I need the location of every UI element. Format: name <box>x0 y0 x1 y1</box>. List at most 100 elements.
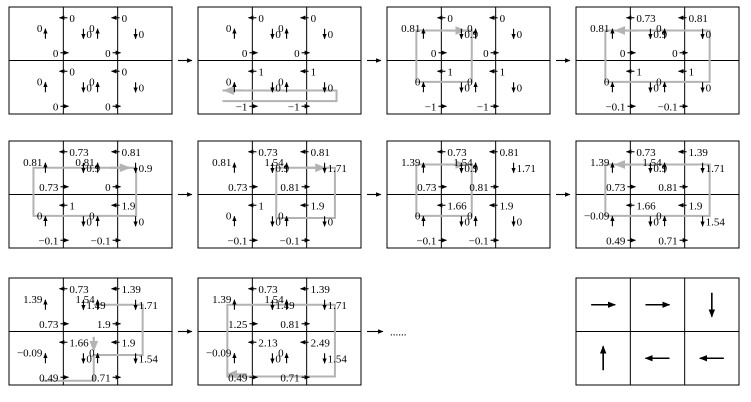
q-value-south: 0.71 <box>280 372 299 384</box>
q-value-south: 1.9 <box>97 319 111 331</box>
q-value-north: 1.66 <box>636 200 656 212</box>
q-value-east: 0 <box>517 82 523 94</box>
q-value-east: 1.71 <box>139 300 158 312</box>
q-value-north: 1.9 <box>122 337 136 349</box>
q-value-south: 0.81 <box>280 182 299 194</box>
q-value-south: −0.1 <box>91 235 111 247</box>
q-value-east: 0 <box>517 29 523 41</box>
q-value-south: 0.81 <box>658 182 677 194</box>
q-value-west: 1.39 <box>590 157 610 169</box>
q-value-west: 0 <box>415 210 421 222</box>
update-path-highlight <box>604 29 711 83</box>
q-value-north: 0.73 <box>447 147 467 159</box>
update-path-highlight <box>604 163 711 217</box>
q-value-east: 1.71 <box>706 163 725 175</box>
q-value-north: 0.73 <box>258 284 278 296</box>
q-value-north: 0 <box>69 13 75 25</box>
q-value-east: 0 <box>139 216 145 228</box>
q-value-west: 0 <box>89 23 95 35</box>
q-value-west: 0 <box>278 210 284 222</box>
q-value-west: 0.81 <box>590 23 609 35</box>
q-value-east: 0 <box>328 216 334 228</box>
q-value-west: 0 <box>226 76 232 88</box>
q-value-north: 0 <box>69 66 75 78</box>
q-value-west: 1.54 <box>264 294 284 306</box>
q-value-south: 0 <box>53 101 59 113</box>
update-path-highlight <box>41 303 144 382</box>
q-value-south: 0 <box>431 48 437 60</box>
q-value-north: 0 <box>447 13 453 25</box>
q-value-north: 0.73 <box>69 147 89 159</box>
q-value-west: −0.09 <box>584 210 610 222</box>
q-value-north: 1 <box>69 200 75 212</box>
q-value-west: 0 <box>467 76 473 88</box>
q-value-south: 0 <box>483 48 489 60</box>
q-value-east: 1.71 <box>328 163 347 175</box>
q-value-north: 0 <box>122 66 128 78</box>
q-value-south: −0.1 <box>227 235 247 247</box>
q-value-north: 0 <box>311 13 317 25</box>
q-value-east: 0 <box>706 29 712 41</box>
q-value-east: 0 <box>706 82 712 94</box>
q-value-north: 1.39 <box>311 284 331 296</box>
q-value-south: 0.73 <box>39 182 59 194</box>
q-value-east: 1.71 <box>517 163 536 175</box>
q-value-north: 0.81 <box>500 147 519 159</box>
q-value-east: 0.9 <box>139 163 153 175</box>
q-value-north: 1.66 <box>69 337 89 349</box>
q-value-south: 0 <box>53 48 59 60</box>
q-value-west: 0 <box>89 76 95 88</box>
q-value-east: 0 <box>517 216 523 228</box>
q-value-west: 0 <box>656 76 662 88</box>
q-value-north: 1 <box>636 66 642 78</box>
q-value-west: 0 <box>89 210 95 222</box>
q-value-west: 0 <box>37 210 43 222</box>
q-value-south: −1 <box>288 101 300 113</box>
q-value-south: 0 <box>105 182 111 194</box>
q-value-south: 0.73 <box>606 182 626 194</box>
q-value-west: −0.09 <box>206 347 232 359</box>
q-value-north: 1 <box>258 200 264 212</box>
q-value-south: 0.71 <box>91 372 110 384</box>
q-value-east: 1.49 <box>275 300 295 312</box>
q-value-north: 0 <box>500 13 506 25</box>
q-value-east: 0 <box>653 216 659 228</box>
q-value-south: 0 <box>242 48 248 60</box>
q-value-west: 0 <box>415 76 421 88</box>
q-value-west: 0 <box>226 23 232 35</box>
q-value-east: 0 <box>275 29 281 41</box>
q-value-north: 2.49 <box>311 337 331 349</box>
q-value-north: 0.81 <box>311 147 330 159</box>
q-value-east: 0 <box>464 216 470 228</box>
q-value-north: 1 <box>689 66 695 78</box>
q-value-north: 1.9 <box>689 200 703 212</box>
q-value-west: 0 <box>278 76 284 88</box>
q-value-east: 0 <box>275 216 281 228</box>
q-value-south: 0 <box>105 48 111 60</box>
q-value-east: 0 <box>328 82 334 94</box>
q-value-east: 1.49 <box>86 300 106 312</box>
q-value-south: −0.1 <box>38 235 58 247</box>
q-value-west: 0.81 <box>75 157 94 169</box>
q-value-north: 1 <box>258 66 264 78</box>
q-value-west: 1.54 <box>642 157 662 169</box>
q-value-north: 1.9 <box>500 200 514 212</box>
q-value-south: 0.49 <box>39 372 59 384</box>
q-value-north: 1 <box>311 66 317 78</box>
q-value-west: 0 <box>278 347 284 359</box>
q-value-west: 0 <box>604 76 610 88</box>
q-value-north: 0.73 <box>636 13 656 25</box>
q-value-east: 0 <box>86 29 92 41</box>
q-value-west: 1.39 <box>401 157 421 169</box>
q-value-west: 0 <box>226 210 232 222</box>
q-value-west: 0 <box>656 210 662 222</box>
q-value-east: 0 <box>139 29 145 41</box>
